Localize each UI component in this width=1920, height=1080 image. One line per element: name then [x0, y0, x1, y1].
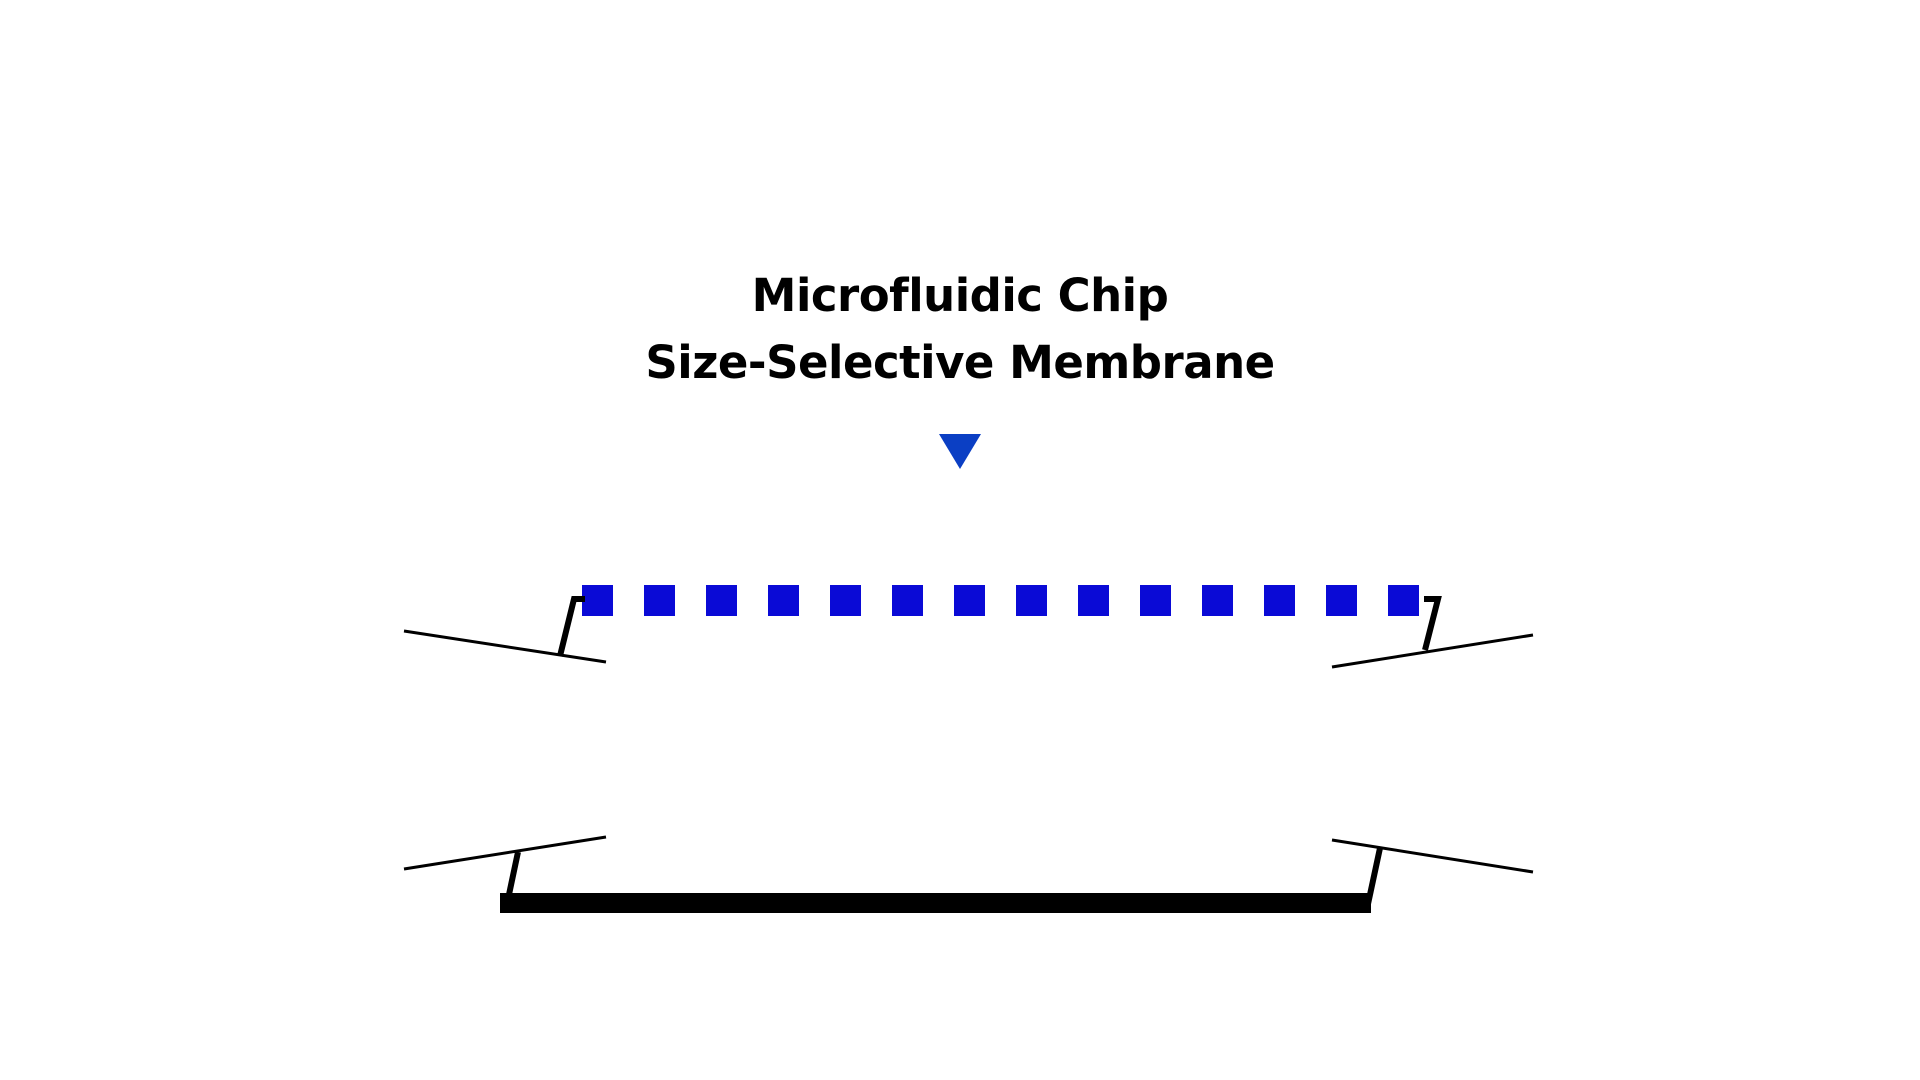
chip-outline [403, 596, 1534, 913]
membrane-pore-segment [1202, 585, 1233, 616]
bottom-right-outlet-wall [1331, 838, 1534, 874]
bottom-left-inlet-wall [403, 835, 607, 871]
top-left-inlet-wall [403, 629, 607, 664]
membrane-pore-segment [1016, 585, 1047, 616]
title-line-size-selective-membrane: Size-Selective Membrane [645, 336, 1275, 389]
triangle-down-icon [939, 434, 981, 469]
top-left-bracket [557, 596, 585, 657]
title-line-microfluidic-chip: Microfluidic Chip [751, 269, 1169, 322]
top-right-bracket [1422, 596, 1442, 651]
membrane-pore-segment [954, 585, 985, 616]
membrane-pore-segment [830, 585, 861, 616]
diagram-title: Microfluidic Chip Size-Selective Membran… [0, 262, 1920, 396]
size-selective-membrane [582, 585, 1419, 616]
membrane-pore-segment [892, 585, 923, 616]
membrane-pore-segment [706, 585, 737, 616]
membrane-pore-segment [1388, 585, 1419, 616]
membrane-pore-segment [1326, 585, 1357, 616]
membrane-pore-segment [582, 585, 613, 616]
top-right-outlet-wall [1331, 633, 1534, 669]
membrane-pore-segment [644, 585, 675, 616]
membrane-pore-segment [768, 585, 799, 616]
membrane-pore-segment [1078, 585, 1109, 616]
membrane-pore-segment [1140, 585, 1171, 616]
membrane-pore-segment [1264, 585, 1295, 616]
